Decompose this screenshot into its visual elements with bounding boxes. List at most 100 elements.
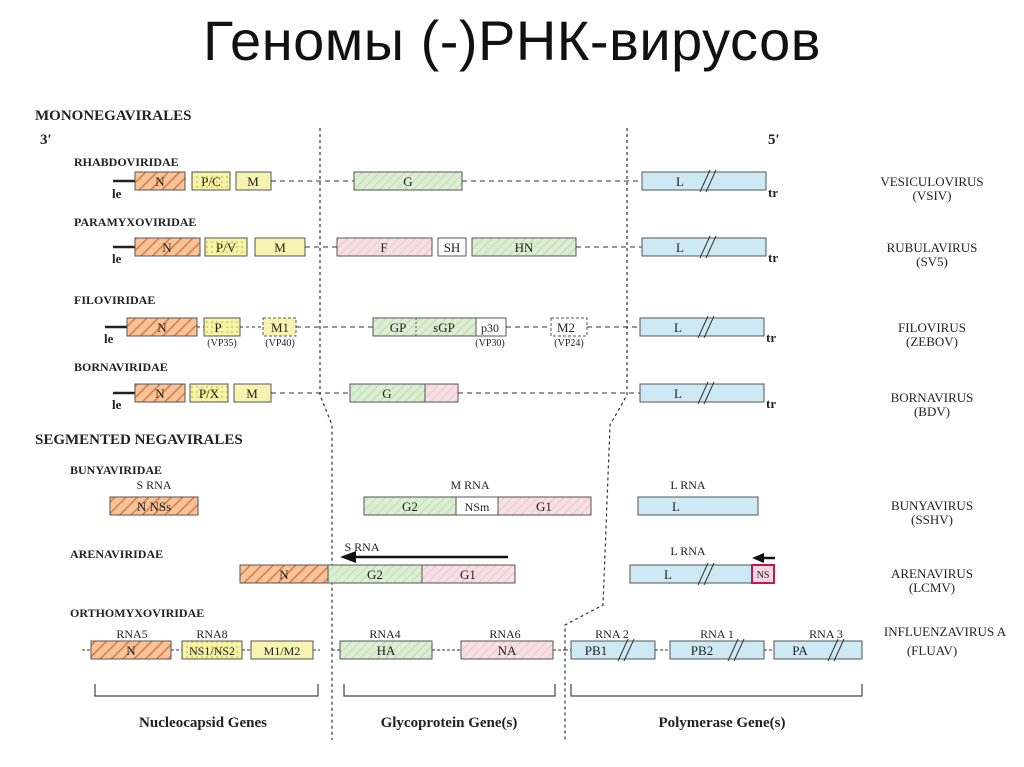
section-mononegavirales: MONONEGAVIRALES <box>35 108 191 124</box>
bunya-gene-l <box>637 496 759 516</box>
borna-le: le <box>112 397 122 412</box>
orthomyxo-gene-pb2 <box>669 640 765 660</box>
section-segmented: SEGMENTED NEGAVIRALES <box>35 432 243 448</box>
bunya-gene-nnss <box>109 496 199 516</box>
svg-text:G: G <box>382 386 391 401</box>
bracket-nucleocapsid <box>94 684 319 697</box>
borna-abbr: (BDV) <box>914 404 950 419</box>
bunya-genus: BUNYAVIRUS <box>891 498 973 513</box>
filo-sub-vp35: (VP35) <box>207 338 236 349</box>
filo-sub-vp24: (VP24) <box>554 338 583 349</box>
filo-tr: tr <box>766 330 776 345</box>
svg-text:G2: G2 <box>402 499 418 514</box>
svg-text:L: L <box>672 499 680 514</box>
svg-text:P/X: P/X <box>199 386 220 401</box>
filo-gene-l <box>639 317 765 337</box>
paramyxo-abbr: (SV5) <box>916 254 948 269</box>
bunya-abbr: (SSHV) <box>911 512 953 527</box>
arena-gene-ns <box>751 564 775 584</box>
svg-text:p30: p30 <box>481 321 499 335</box>
svg-text:GP: GP <box>390 320 407 335</box>
svg-text:G1: G1 <box>460 567 476 582</box>
bunya-m-rna: M RNA <box>450 478 489 492</box>
borna-gene-g-tail <box>424 383 459 403</box>
borna-gene-n <box>134 383 186 403</box>
filo-genus: FILOVIRUS <box>898 320 966 335</box>
group-nucleocapsid: Nucleocapsid Genes <box>139 715 267 731</box>
bunya-s-rna: S RNA <box>136 478 171 492</box>
orthomyxo-abbr: (FLUAV) <box>907 643 957 658</box>
arena-genus: ARENAVIRUS <box>891 566 973 581</box>
paramyxo-gene-l <box>641 237 767 257</box>
svg-text:HA: HA <box>377 643 396 658</box>
paramyxo-le: le <box>112 251 122 266</box>
bracket-polymerase <box>570 684 863 697</box>
divider-left <box>319 128 333 740</box>
svg-text:M: M <box>246 386 258 401</box>
svg-text:M: M <box>274 240 286 255</box>
arena-gene-g1 <box>421 564 516 584</box>
filo-abbr: (ZEBOV) <box>906 334 958 349</box>
svg-text:N NSs: N NSs <box>137 499 171 514</box>
paramyxo-gene-pv <box>204 237 248 257</box>
svg-text:N: N <box>155 386 165 401</box>
group-glycoprotein: Glycoprotein Gene(s) <box>381 715 518 731</box>
filo-le: le <box>104 331 114 346</box>
svg-text:L: L <box>664 567 672 582</box>
arena-gene-l <box>629 564 753 584</box>
family-filoviridae: FILOVIRIDAE <box>74 293 155 307</box>
svg-text:RNA6: RNA6 <box>489 627 520 641</box>
svg-text:HN: HN <box>515 240 534 255</box>
svg-text:RNA 1: RNA 1 <box>700 627 734 641</box>
rhabdo-gene-l <box>641 171 767 191</box>
svg-text:NA: NA <box>498 643 517 658</box>
orthomyxo-gene-pb1 <box>570 640 656 660</box>
svg-text:sGP: sGP <box>433 320 455 335</box>
rhabdo-le: le <box>112 186 122 201</box>
rhabdo-abbr: (VSIV) <box>913 188 952 203</box>
svg-text:L: L <box>674 386 682 401</box>
svg-text:NSm: NSm <box>465 500 490 514</box>
svg-text:PB2: PB2 <box>691 643 713 658</box>
svg-text:M2: M2 <box>557 320 575 335</box>
svg-text:RNA8: RNA8 <box>196 627 227 641</box>
rhabdo-gene-pc <box>191 171 231 191</box>
borna-tr: tr <box>766 396 776 411</box>
family-bornaviridae: BORNAVIRIDAE <box>74 360 168 374</box>
borna-gene-px <box>189 383 229 403</box>
family-arenaviridae: ARENAVIRIDAE <box>70 547 163 561</box>
rhabdo-gene-n <box>134 171 186 191</box>
svg-text:N: N <box>279 567 289 582</box>
filo-gene-gp <box>372 317 477 337</box>
svg-text:L: L <box>676 240 684 255</box>
svg-text:P: P <box>214 320 221 335</box>
svg-text:N: N <box>126 643 136 658</box>
rhabdo-genus: VESICULOVIRUS <box>880 174 983 189</box>
svg-text:M1/M2: M1/M2 <box>264 644 301 658</box>
borna-gene-l <box>639 383 765 403</box>
filo-sub-vp40: (VP40) <box>265 338 294 349</box>
svg-text:N: N <box>155 174 165 189</box>
group-polymerase: Polymerase Gene(s) <box>658 715 785 731</box>
divider-right <box>564 128 628 740</box>
svg-text:L: L <box>674 320 682 335</box>
svg-text:G1: G1 <box>536 499 552 514</box>
filo-gene-p <box>203 317 241 337</box>
paramyxo-gene-n <box>134 237 201 257</box>
orthomyxo-genus: INFLUENZAVIRUS A <box>884 624 1007 639</box>
end-3prime: 3′ <box>40 132 52 148</box>
svg-text:N: N <box>162 240 172 255</box>
svg-text:G2: G2 <box>367 567 383 582</box>
family-bunyaviridae: BUNYAVIRIDAE <box>70 463 162 477</box>
filo-sub-vp30: (VP30) <box>475 338 504 349</box>
svg-text:NS: NS <box>757 570 770 581</box>
svg-text:RNA5: RNA5 <box>116 627 147 641</box>
borna-genus: BORNAVIRUS <box>891 390 974 405</box>
svg-text:P/V: P/V <box>216 240 237 255</box>
arena-abbr: (LCMV) <box>909 580 955 595</box>
orthomyxo-gene-pa <box>773 640 863 660</box>
rhabdo-tr: tr <box>768 185 778 200</box>
paramyxo-gene-f <box>336 237 433 257</box>
svg-text:G: G <box>403 174 412 189</box>
arena-l-rna-arrow <box>752 553 764 563</box>
